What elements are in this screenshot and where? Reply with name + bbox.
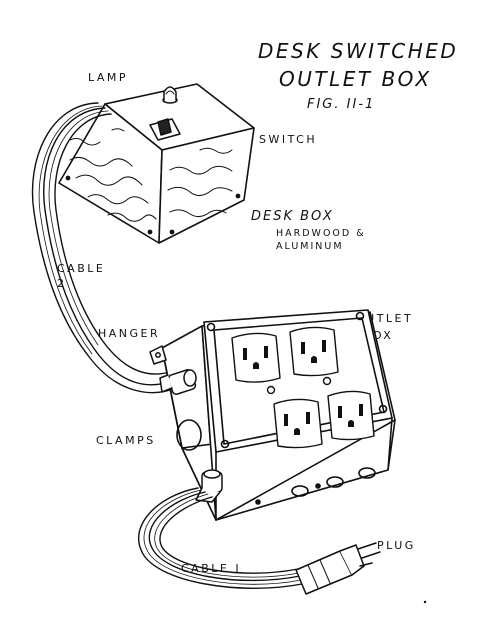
desk-box-material-1: HARDWOOD & bbox=[276, 228, 366, 239]
cable-2 bbox=[31, 102, 181, 394]
receptacles bbox=[231, 326, 375, 449]
desk-box-label: DESK BOX bbox=[251, 209, 334, 224]
plug-label: PLUG bbox=[377, 539, 416, 552]
cable-1-clamp bbox=[195, 469, 223, 503]
title-line-2: OUTLET BOX bbox=[279, 67, 432, 91]
receptacle-upper-left bbox=[231, 332, 281, 383]
receptacle-lower-left bbox=[273, 398, 323, 449]
clamps-label: CLAMPS bbox=[96, 434, 156, 447]
cable-2-number: 2 bbox=[57, 277, 67, 290]
hanger-label: HANGER bbox=[98, 327, 160, 340]
switch bbox=[149, 118, 181, 141]
plug bbox=[295, 542, 381, 595]
cable-2-clamp bbox=[159, 369, 197, 395]
lamp bbox=[162, 86, 178, 104]
switch-label: SWITCH bbox=[259, 133, 317, 146]
receptacle-upper-right bbox=[289, 326, 339, 377]
stray-dot bbox=[423, 600, 427, 604]
cable-1 bbox=[137, 487, 303, 589]
desk-box bbox=[58, 83, 255, 244]
hanger bbox=[149, 345, 167, 365]
lamp-label: LAMP bbox=[88, 71, 128, 84]
receptacle-lower-right bbox=[327, 390, 375, 441]
title-line-1: DESK SWITCHED bbox=[258, 39, 458, 63]
title-block: DESK SWITCHED OUTLET BOX FIG. II-1 bbox=[258, 39, 458, 112]
figure-number: FIG. II-1 bbox=[307, 97, 375, 112]
desk-box-material-2: ALUMINUM bbox=[276, 241, 344, 252]
